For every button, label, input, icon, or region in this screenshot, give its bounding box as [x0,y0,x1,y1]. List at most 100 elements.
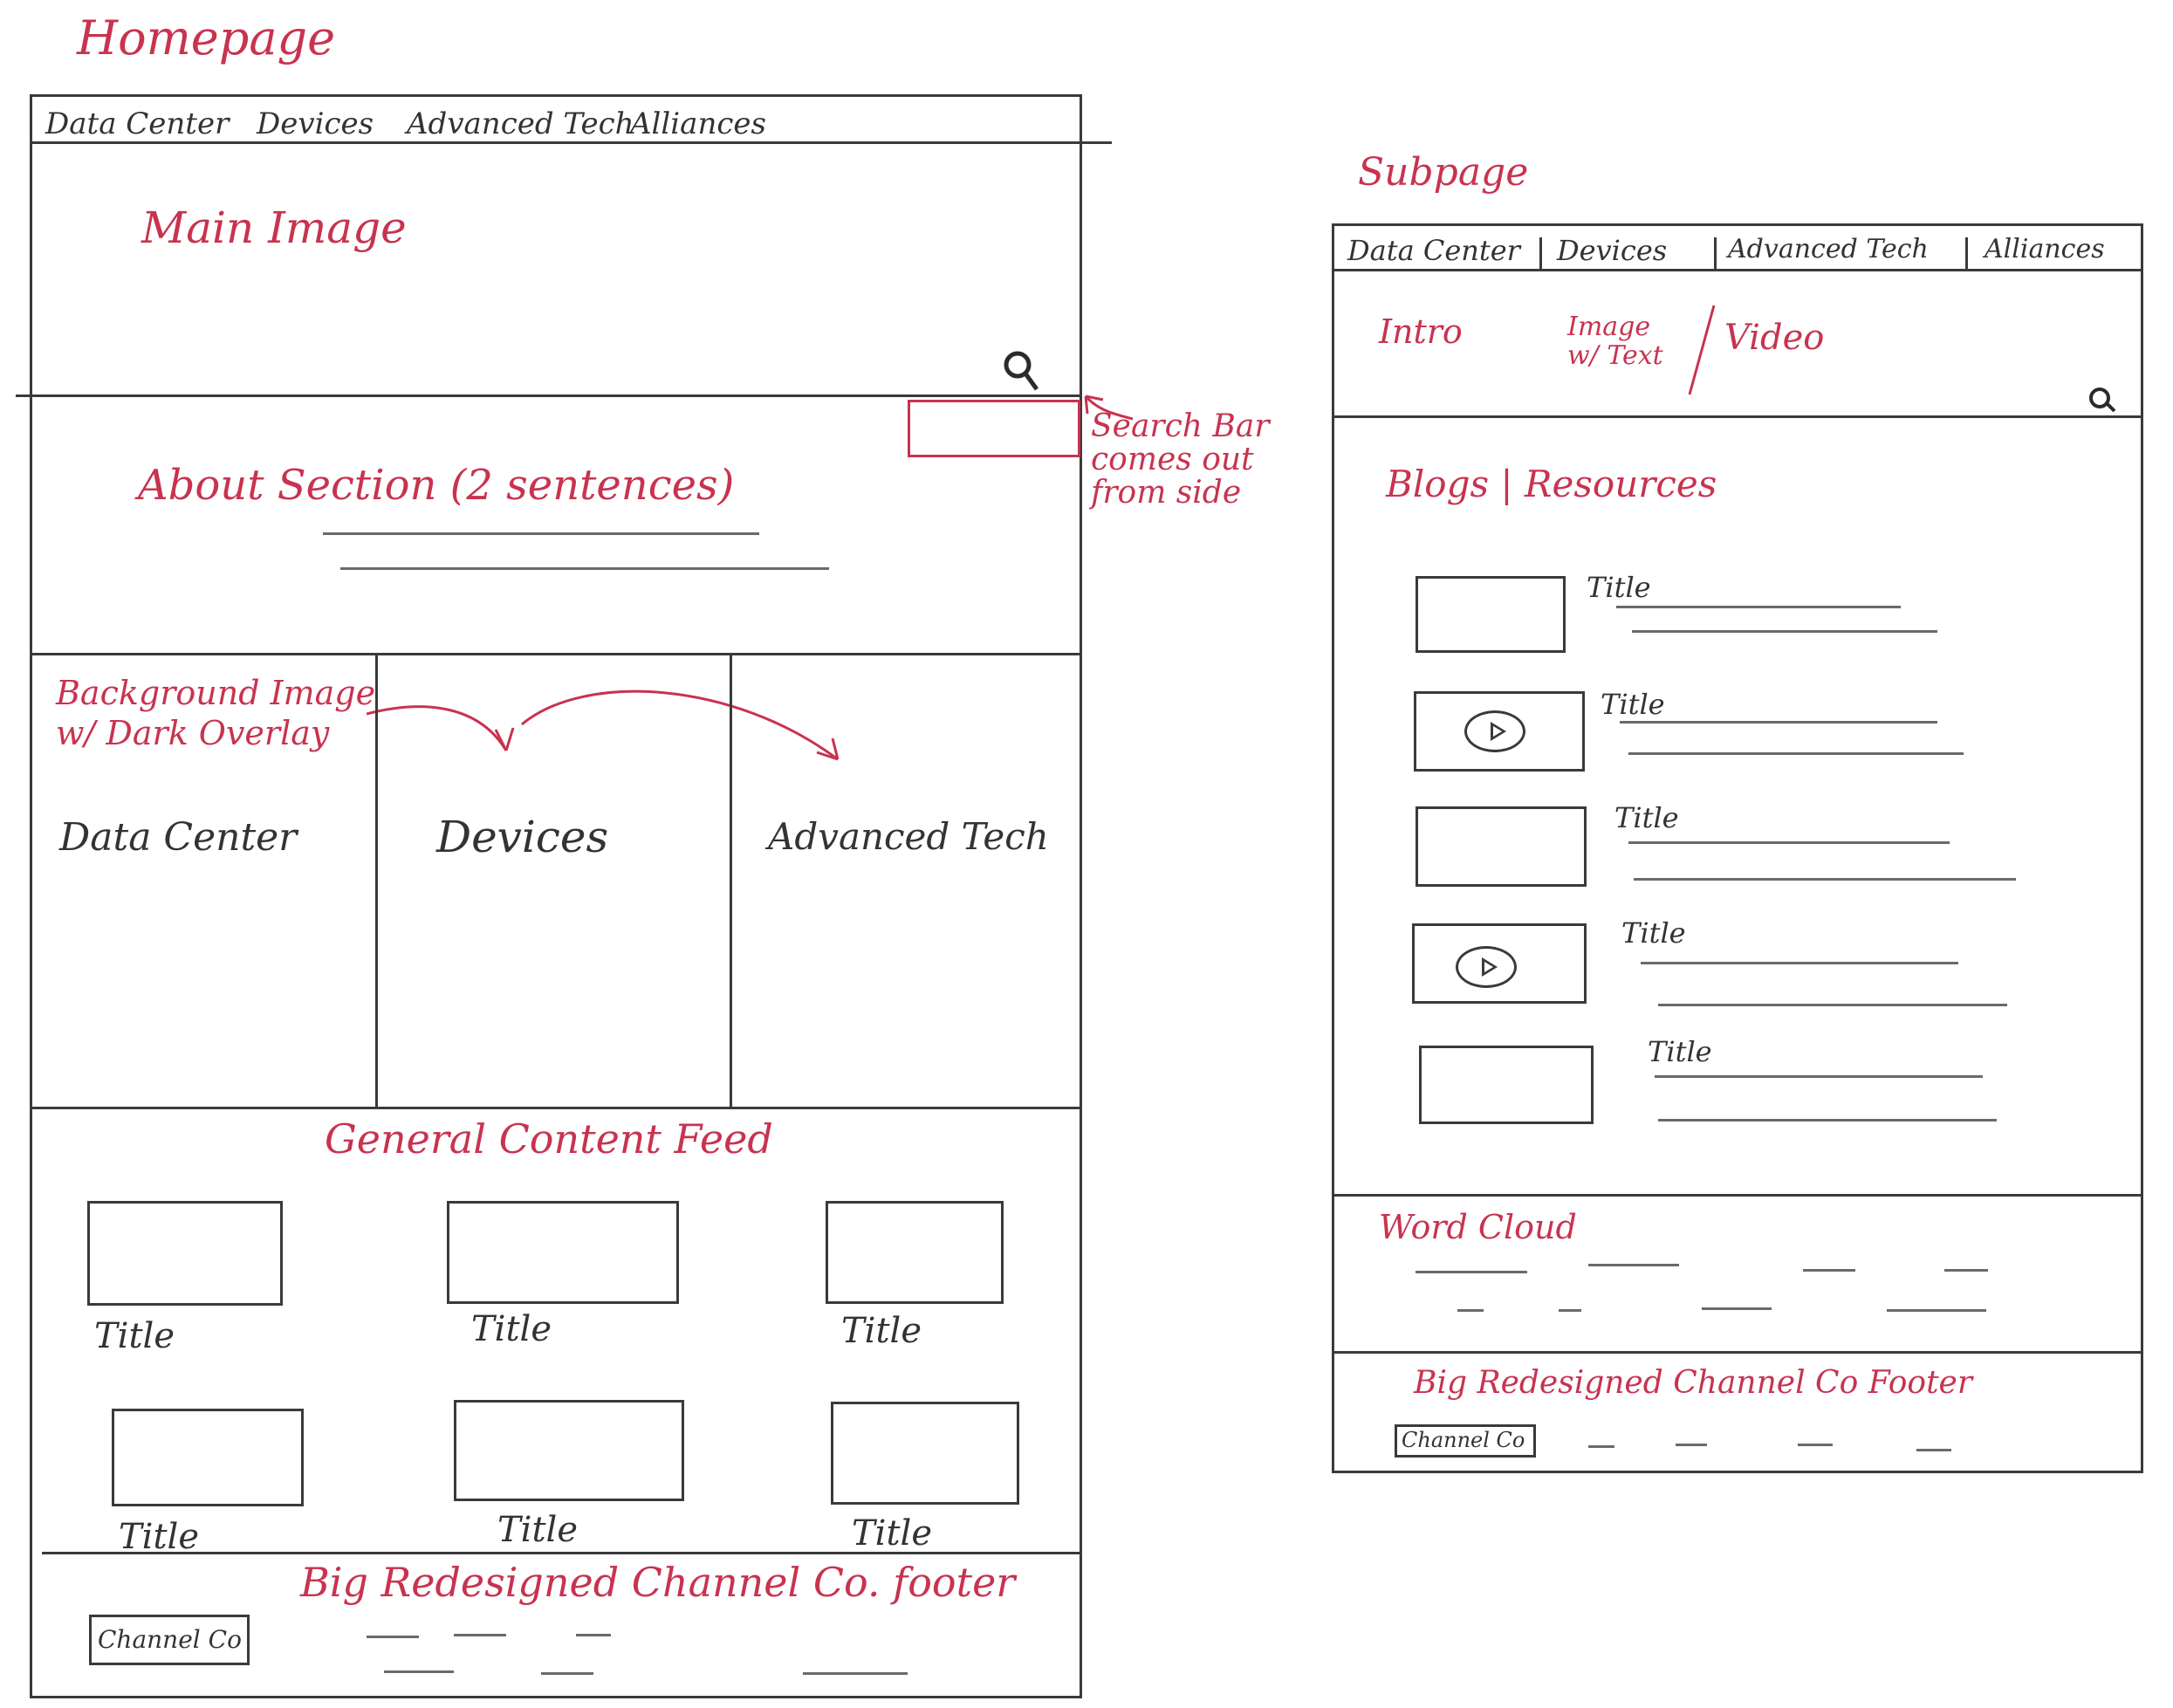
search-icon[interactable] [1002,349,1040,394]
nav-item-advanced-tech[interactable]: Advanced Tech [407,106,634,141]
feed-bottom-divider [42,1552,1082,1554]
feed-card-1-title[interactable]: Title [94,1316,175,1356]
sub-list-item-2-title[interactable]: Title [1601,688,1665,721]
sub-nav-item-alliances[interactable]: Alliances [1984,234,2105,264]
feed-card-6-image[interactable] [831,1402,1019,1505]
feed-card-5-image[interactable] [454,1400,684,1501]
sub-list-item-3-line-1 [1628,841,1950,844]
word-cloud-word-5 [1457,1309,1484,1312]
sub-list-item-2-image[interactable] [1414,691,1585,772]
sub-list-item-4-image[interactable] [1412,923,1587,1004]
word-cloud-word-1 [1416,1271,1527,1273]
sub-footer-link-1 [1588,1445,1614,1448]
sub-image-text-label: Image w/ Text [1567,312,1663,371]
feed-label: General Content Feed [325,1115,773,1163]
overlay-note: Background Image w/ Dark Overlay [56,674,376,752]
sub-list-item-1-title[interactable]: Title [1587,571,1651,604]
subpage-footer-logo-text: Channel Co [1402,1428,1525,1452]
search-note-arrow [1084,394,1134,421]
sub-intro-slash [1688,305,1716,395]
category-divider-1 [375,653,378,1107]
nav-item-alliances[interactable]: Alliances [630,106,766,141]
homepage-footer-logo-text: Channel Co [98,1625,242,1654]
category-devices[interactable]: Devices [436,812,609,862]
sub-list-item-4-title[interactable]: Title [1621,916,1686,950]
sub-footer-link-4 [1916,1449,1951,1451]
nav-item-data-center[interactable]: Data Center [45,106,230,141]
sub-intro-label: Intro [1379,312,1463,351]
feed-card-3-image[interactable] [826,1201,1004,1304]
overlay-note-arrows [367,689,840,761]
feed-card-4-image[interactable] [112,1409,304,1506]
sub-list-item-1-line-2 [1632,630,1937,633]
sub-list-item-3-line-2 [1634,878,2016,881]
feed-card-2-title[interactable]: Title [471,1309,552,1349]
sub-blogs-label: Blogs | Resources [1386,463,1717,505]
search-note: Search Bar comes out from side [1091,408,1270,511]
sub-nav-sep-3 [1965,237,1968,269]
sub-list-item-2-line-1 [1620,721,1937,724]
about-text-line-1 [323,532,759,535]
sub-nav-item-devices[interactable]: Devices [1557,234,1668,267]
about-text-line-2 [340,567,829,570]
word-cloud-word-8 [1887,1309,1986,1312]
sub-word-cloud-label: Word Cloud [1379,1208,1577,1246]
sub-nav-divider [1332,269,2143,271]
nav-item-devices[interactable]: Devices [257,106,374,141]
sub-list-item-5-image[interactable] [1419,1046,1594,1124]
homepage-footer-label: Big Redesigned Channel Co. footer [300,1559,1016,1606]
footer-link-line-1 [367,1636,419,1638]
feed-card-3-title[interactable]: Title [841,1311,922,1351]
main-image-divider [16,394,1082,397]
homepage-nav: Data Center Devices Advanced Tech Allian… [45,106,1075,141]
feed-card-2-image[interactable] [447,1201,679,1304]
feed-card-1-image[interactable] [87,1201,283,1306]
sub-footer-link-3 [1798,1444,1833,1446]
feed-card-4-title[interactable]: Title [119,1517,200,1557]
sub-list-item-5-line-2 [1658,1119,1997,1122]
homepage-frame [30,94,1082,1698]
sub-list-item-4-line-2 [1658,1004,2007,1006]
homepage-footer-logo[interactable] [89,1615,250,1665]
sub-list-item-3-image[interactable] [1416,806,1587,887]
category-advanced-tech[interactable]: Advanced Tech [768,815,1049,858]
word-cloud-word-3 [1803,1269,1855,1272]
category-data-center[interactable]: Data Center [59,815,298,860]
main-image-label: Main Image [141,202,407,253]
feed-card-5-title[interactable]: Title [497,1510,579,1550]
sub-list-item-2-line-2 [1628,752,1964,755]
sub-list-item-3-title[interactable]: Title [1614,801,1679,834]
word-cloud-word-2 [1588,1264,1679,1266]
search-bar-sketch [908,400,1080,457]
subpage-nav: Data Center Devices Advanced Tech Allian… [1347,234,2133,269]
footer-link-line-6 [803,1672,908,1675]
sub-nav-item-data-center[interactable]: Data Center [1347,234,1520,267]
homepage-title: Homepage [77,10,336,65]
sub-list-item-1-line-1 [1616,606,1901,608]
word-cloud-word-6 [1559,1309,1581,1312]
sub-list-item-1-image[interactable] [1416,576,1566,653]
footer-link-line-5 [541,1672,593,1675]
play-icon[interactable] [1464,710,1525,752]
sub-nav-item-advanced-tech[interactable]: Advanced Tech [1728,234,1929,264]
feed-card-6-title[interactable]: Title [852,1513,933,1554]
sub-intro-divider [1332,415,2143,418]
play-icon[interactable] [1456,946,1517,988]
sub-blogs-divider [1332,1194,2143,1197]
sub-word-cloud-divider [1332,1351,2143,1354]
footer-link-line-2 [454,1634,506,1636]
subpage-footer-label: Big Redesigned Channel Co Footer [1414,1365,1973,1401]
about-divider [30,653,1082,655]
sub-list-item-5-title[interactable]: Title [1648,1035,1712,1068]
sub-search-icon[interactable] [2087,384,2117,414]
sub-footer-link-2 [1676,1444,1707,1446]
footer-link-line-3 [576,1634,611,1636]
sub-list-item-4-line-1 [1641,962,1958,964]
footer-link-line-4 [384,1670,454,1673]
sub-nav-sep-1 [1539,237,1542,269]
subpage-footer-logo[interactable] [1395,1424,1536,1458]
word-cloud-word-7 [1702,1307,1772,1310]
sub-nav-sep-2 [1714,237,1717,269]
category-divider-2 [730,653,732,1107]
subpage-frame [1332,223,2143,1473]
